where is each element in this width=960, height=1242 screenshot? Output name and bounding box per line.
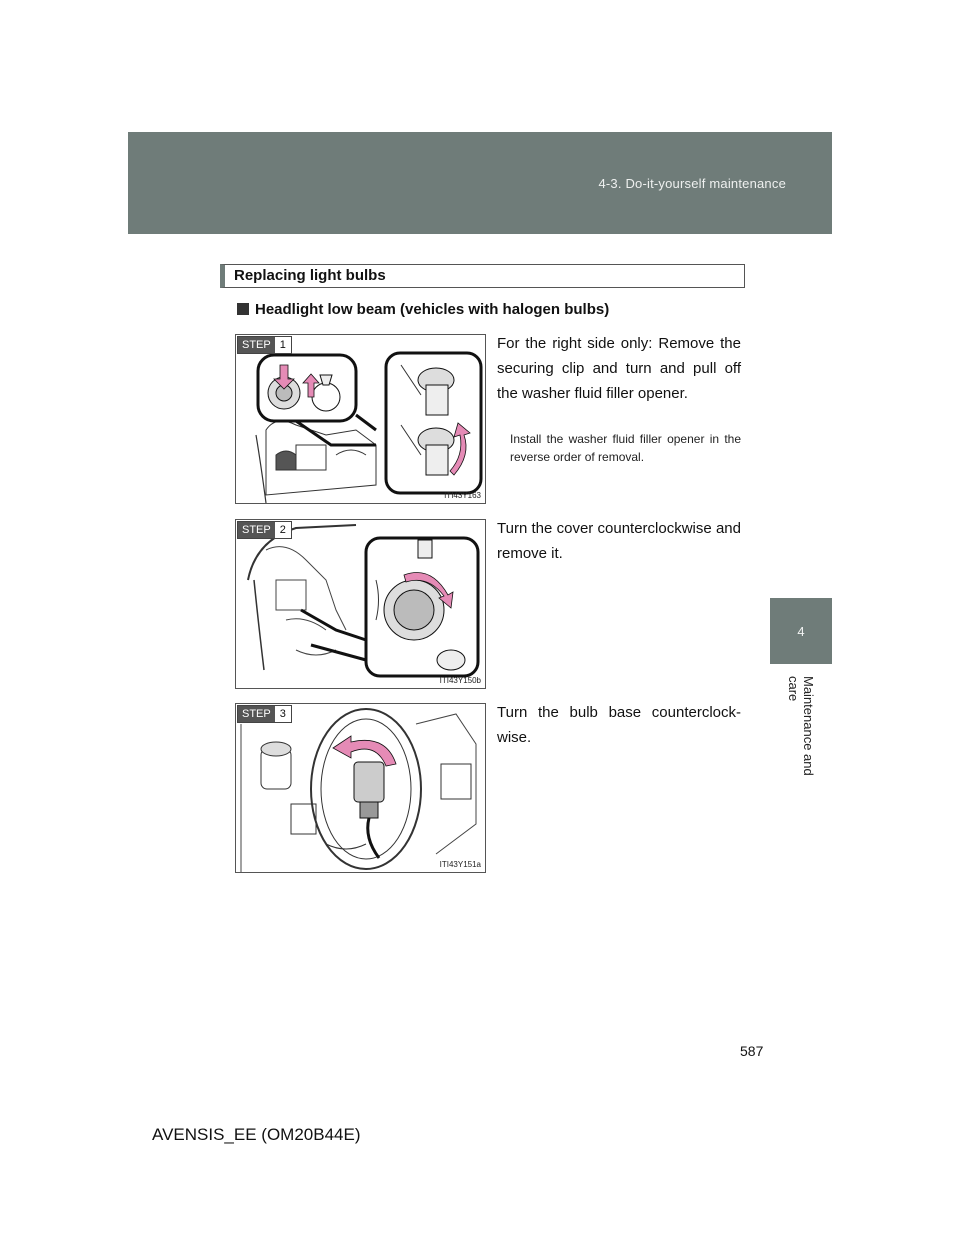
step2-illustration [247,524,480,678]
step1-note: Install the washer fluid filler opener i… [510,432,741,464]
figure-code: ITI43Y151a [439,860,481,869]
step1-text: For the right side only: Remove the secu… [497,335,741,402]
figure-code: ITI43Y163 [444,491,481,500]
step2-text: Turn the cover counterclockwise and remo… [497,520,741,562]
square-bullet-icon [237,303,249,315]
step-number: 1 [274,337,291,353]
subheading: Headlight low beam (vehicles with haloge… [237,301,609,318]
subheading-text: Headlight low beam (vehicles with haloge… [255,301,610,318]
rotate-arrow-icon [449,422,471,476]
page-number: 587 [740,1043,764,1059]
chapter-number: 4 [797,623,805,639]
rotate-arrow-icon [332,735,397,767]
figure-code: ITI43Y150b [439,676,481,685]
step-number: 3 [274,706,291,722]
footer-model: AVENSIS_EE (OM20B44E) [152,1125,361,1144]
down-arrow-icon [273,364,295,390]
up-arrow-icon [302,373,320,398]
step3-figure: STEP 3 ITI43Y151a [235,703,486,873]
header-section-title: 4-3. Do-it-yourself maintenance [598,176,786,191]
step1-figure: STEP 1 ITI43Y163 [235,334,486,504]
step3-text: Turn the bulb base counterclock-wise. [497,704,741,746]
step1-label: STEP 1 [237,336,292,354]
step3-illustration [240,708,477,872]
step-word: STEP [238,337,275,353]
header-band: 4-3. Do-it-yourself maintenance [128,132,832,234]
chapter-tab: 4 [770,598,832,664]
step2-label: STEP 2 [237,521,292,539]
step3-label: STEP 3 [237,705,292,723]
section-title: Replacing light bulbs [234,267,386,284]
section-heading-box: Replacing light bulbs [220,264,745,288]
step-word: STEP [238,522,275,538]
rotate-arrow-icon [403,572,454,609]
chapter-label: Maintenance and care [786,676,816,776]
step1-illustration [255,351,483,503]
step-word: STEP [238,706,275,722]
step-number: 2 [274,522,291,538]
step2-figure: STEP 2 ITI43Y150b [235,519,486,689]
